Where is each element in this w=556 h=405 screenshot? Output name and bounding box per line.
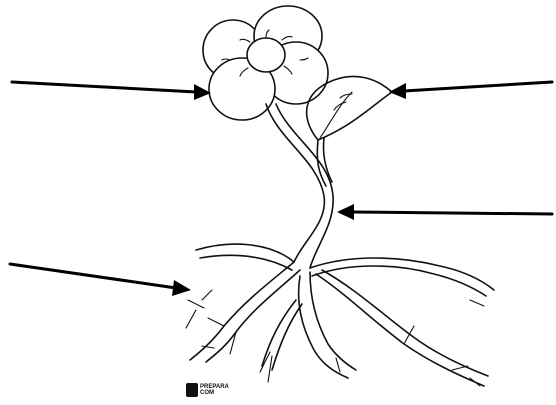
roots xyxy=(186,244,494,386)
watermark-text: PREPARA COM xyxy=(200,384,229,396)
arrow-to-leaf xyxy=(389,82,552,99)
watermark-badge-icon xyxy=(186,383,198,397)
arrow-to-flower xyxy=(12,82,211,100)
watermark-logo: PREPARA COM xyxy=(186,382,230,398)
flower-center xyxy=(247,38,285,72)
watermark-line2: COM xyxy=(200,390,229,396)
arrow-to-stem xyxy=(337,204,552,220)
stem xyxy=(266,104,333,268)
arrow-to-roots xyxy=(10,264,191,296)
flower xyxy=(203,6,328,120)
